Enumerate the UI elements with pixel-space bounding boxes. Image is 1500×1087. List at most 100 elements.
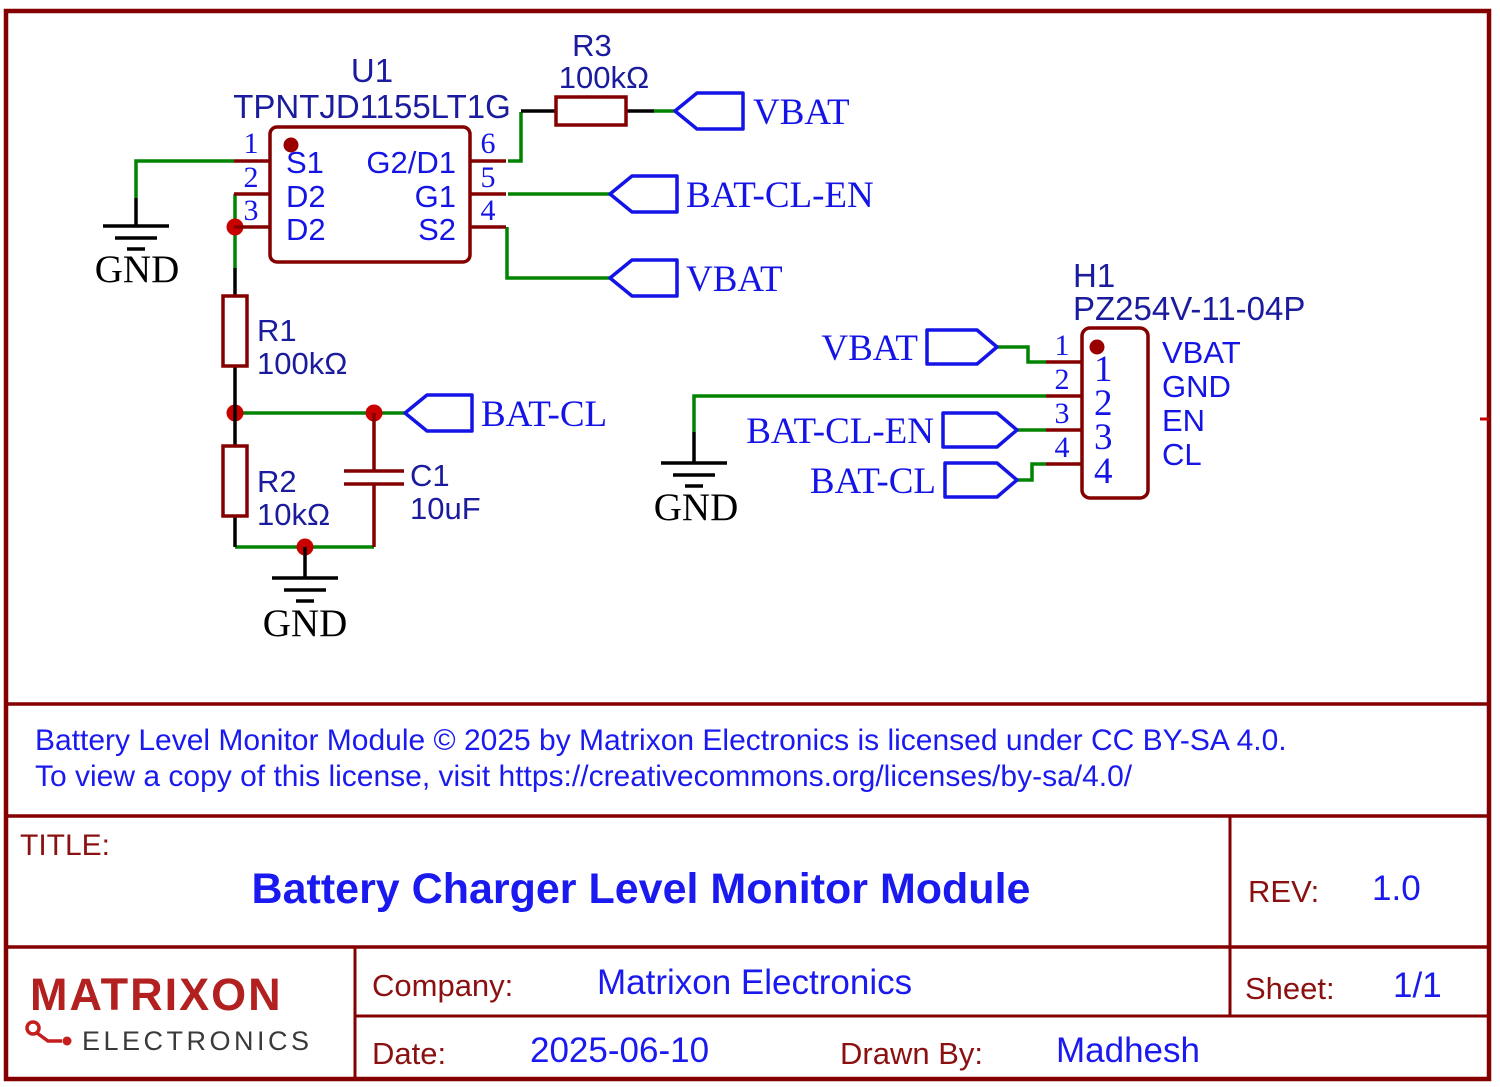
net-flag	[673, 91, 745, 131]
h1-pin-number: 1	[1055, 329, 1070, 362]
u1-pin-stubs	[234, 159, 506, 229]
u1-reference: U1	[351, 52, 393, 89]
wire-u1pin1-gnd	[134, 159, 234, 198]
h1-pin-name: EN	[1162, 403, 1205, 438]
net-label-text: VBAT	[686, 259, 783, 300]
h1-inner-pin-number: 1	[1094, 349, 1113, 390]
net-label-vbat-h1: VBAT	[821, 328, 999, 369]
wire-batcl-h1pin4	[1017, 462, 1046, 482]
gnd-symbol-bottom: GND	[263, 547, 348, 645]
gnd-label: GND	[95, 248, 180, 291]
gnd-symbol-middle: GND	[654, 432, 739, 529]
net-label-text: VBAT	[821, 328, 918, 369]
h1-pin-name: VBAT	[1162, 335, 1241, 370]
logo-subtext: ELECTRONICS	[82, 1026, 313, 1056]
rev-label: REV:	[1248, 874, 1319, 909]
r2-value: 10kΩ	[257, 497, 330, 532]
net-flag	[608, 258, 679, 298]
r2-body	[221, 444, 249, 518]
u1-value: TPNTJD1155LT1G	[233, 88, 511, 125]
h1-body	[1080, 326, 1150, 500]
net-label-text: BAT-CL-EN	[746, 411, 934, 452]
net-label-text: VBAT	[753, 92, 850, 133]
license-line-1: Battery Level Monitor Module © 2025 by M…	[35, 724, 1287, 757]
gnd-symbol	[103, 198, 169, 251]
u1-pin-number: 5	[481, 161, 496, 194]
sheet-border	[3, 8, 1492, 1082]
net-label-text: BAT-CL	[481, 394, 607, 435]
net-label-batcl-divider: BAT-CL	[403, 393, 607, 435]
wire-u1pin4-vbat	[505, 227, 610, 280]
company-value: Matrixon Electronics	[597, 963, 912, 1002]
wire-gnd-h1pin2	[692, 394, 1046, 432]
r3-resistor: R3 100kΩ	[521, 28, 654, 127]
u1-pin-name: G1	[415, 179, 456, 214]
u1-pin-name: D2	[286, 179, 326, 214]
net-flag	[925, 328, 999, 366]
r3-reference: R3	[572, 28, 612, 63]
u1-symbol: U1 TPNTJD1155LT1G 1 2 3 6 5 4 S1 D2 D2 G…	[233, 52, 511, 264]
gnd-label: GND	[654, 486, 739, 529]
r3-body	[554, 95, 628, 127]
date-label: Date:	[372, 1036, 446, 1071]
h1-inner-pin-number: 4	[1094, 451, 1113, 492]
u1-pin-name: S1	[286, 145, 324, 180]
wire-u1pin6-r3	[508, 112, 523, 163]
u1-pin-name: S2	[418, 212, 456, 247]
h1-pin-name: GND	[1162, 369, 1231, 404]
u1-body	[268, 125, 472, 264]
r3-value: 100kΩ	[559, 60, 649, 95]
h1-pin-name: CL	[1162, 437, 1202, 472]
net-flag	[403, 393, 474, 433]
u1-pin-number: 1	[244, 127, 259, 160]
net-flag	[943, 461, 1019, 499]
title-block: TITLE: Battery Charger Level Monitor Mod…	[20, 829, 1442, 1071]
drawn-by-value: Madhesh	[1056, 1031, 1200, 1070]
gnd-symbol	[661, 432, 727, 488]
h1-inner-pin-number: 2	[1094, 383, 1113, 424]
u1-pin-number: 3	[244, 194, 259, 227]
rev-value: 1.0	[1372, 869, 1421, 908]
r2-resistor: R2 10kΩ	[221, 413, 330, 547]
u1-pin-number: 4	[481, 194, 496, 227]
net-label-batcl-h1: BAT-CL	[810, 461, 1019, 502]
u1-pin-number: 2	[244, 161, 259, 194]
net-label-vbat-r3: VBAT	[673, 91, 850, 133]
title-label: TITLE:	[20, 829, 110, 862]
company-label: Company:	[372, 968, 513, 1003]
logo-wordmark: MATRIXON	[30, 969, 283, 1020]
net-label-batclen-u1: BAT-CL-EN	[608, 174, 874, 216]
h1-reference: H1	[1073, 257, 1115, 294]
drawn-by-label: Drawn By:	[840, 1036, 983, 1071]
h1-pin-stubs	[1046, 360, 1082, 466]
h1-pin-number: 3	[1055, 397, 1070, 430]
sheet-title: Battery Charger Level Monitor Module	[252, 865, 1031, 913]
gnd-label: GND	[263, 602, 348, 645]
net-flag	[608, 174, 679, 214]
circuit-trace-icon	[25, 1020, 72, 1046]
gnd-symbol	[272, 547, 338, 603]
u1-pin-name: G2/D1	[366, 145, 456, 180]
net-label-text: BAT-CL	[810, 461, 936, 502]
sheet-frame	[3, 8, 1492, 1082]
license-strip: Battery Level Monitor Module © 2025 by M…	[35, 724, 1287, 793]
net-label-vbat-u1pin4: VBAT	[608, 258, 783, 300]
h1-pin-number: 2	[1055, 363, 1070, 396]
h1-pin1-marker	[1089, 339, 1105, 355]
r1-value: 100kΩ	[257, 346, 347, 381]
sheet-label: Sheet:	[1245, 971, 1335, 1006]
gnd-symbol-left: GND	[95, 198, 180, 291]
net-label-batclen-h1: BAT-CL-EN	[746, 411, 1019, 452]
r1-resistor: R1 100kΩ	[221, 268, 347, 413]
h1-pin-number: 4	[1055, 431, 1070, 464]
c1-plates	[344, 469, 404, 486]
net-flag	[941, 411, 1019, 449]
license-line-2: To view a copy of this license, visit ht…	[35, 760, 1133, 793]
h1-value: PZ254V-11-04P	[1073, 290, 1305, 327]
c1-reference: C1	[410, 458, 450, 493]
r1-reference: R1	[257, 313, 297, 348]
net-label-text: BAT-CL-EN	[686, 175, 874, 216]
sheet-value: 1/1	[1393, 966, 1442, 1005]
u1-pin-number: 6	[481, 127, 496, 160]
